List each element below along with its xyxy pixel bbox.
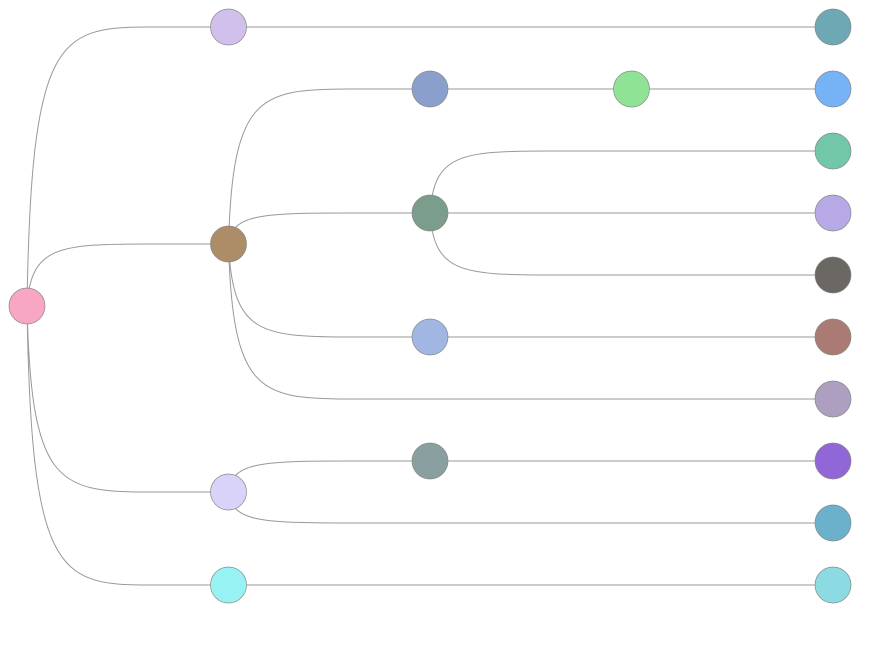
tree-node-n16[interactable] xyxy=(814,442,852,480)
tree-node-n17[interactable] xyxy=(814,504,852,542)
tree-node-n19[interactable] xyxy=(814,566,852,604)
tree-node-n10[interactable] xyxy=(814,256,852,294)
tree-node-circle[interactable] xyxy=(411,70,449,108)
tree-link-n0-n18 xyxy=(26,305,231,586)
tree-node-n9[interactable] xyxy=(814,194,852,232)
tree-node-circle[interactable] xyxy=(8,287,46,325)
tree-link-n14-n17 xyxy=(228,491,835,524)
tree-node-circle[interactable] xyxy=(210,566,247,604)
tree-node-circle[interactable] xyxy=(814,504,852,542)
tree-link-n7-n8 xyxy=(429,150,835,214)
tree-node-n5[interactable] xyxy=(613,70,650,108)
tree-node-circle[interactable] xyxy=(814,132,852,170)
tree-node-n13[interactable] xyxy=(814,380,852,418)
tree-node-circle[interactable] xyxy=(814,256,852,294)
tree-node-circle[interactable] xyxy=(814,318,852,356)
tree-link-n7-n10 xyxy=(429,212,835,276)
tree-link-n0-n14 xyxy=(26,305,231,493)
tree-node-n15[interactable] xyxy=(411,442,449,480)
tree-node-n18[interactable] xyxy=(210,566,247,604)
tree-node-n11[interactable] xyxy=(411,318,449,356)
tree-node-circle[interactable] xyxy=(814,442,852,480)
tree-node-circle[interactable] xyxy=(814,380,852,418)
tree-link-n3-n11 xyxy=(228,243,432,338)
tree-node-circle[interactable] xyxy=(814,566,852,604)
tree-node-n0[interactable] xyxy=(8,287,46,325)
tree-node-n7[interactable] xyxy=(411,194,449,232)
tree-node-circle[interactable] xyxy=(411,194,449,232)
tree-links xyxy=(26,26,835,586)
tree-link-n0-n1 xyxy=(26,26,231,307)
tree-node-n2[interactable] xyxy=(814,8,852,46)
tree-node-circle[interactable] xyxy=(814,194,852,232)
tree-node-n3[interactable] xyxy=(210,225,247,263)
tree-node-circle[interactable] xyxy=(210,473,247,511)
tree-node-circle[interactable] xyxy=(411,318,449,356)
tree-node-circle[interactable] xyxy=(210,225,247,263)
tree-link-n3-n4 xyxy=(228,88,432,245)
tree-node-n14[interactable] xyxy=(210,473,247,511)
tree-node-n4[interactable] xyxy=(411,70,449,108)
tree-link-n3-n13 xyxy=(228,243,835,400)
tree-link-n14-n15 xyxy=(228,460,432,493)
tree-node-circle[interactable] xyxy=(814,70,852,108)
tree-node-circle[interactable] xyxy=(814,8,852,46)
tree-link-n3-n7 xyxy=(228,212,432,245)
tree-node-n1[interactable] xyxy=(210,8,247,46)
tree-nodes xyxy=(8,8,852,604)
tree-node-circle[interactable] xyxy=(210,8,247,46)
tree-node-n12[interactable] xyxy=(814,318,852,356)
tree-node-n6[interactable] xyxy=(814,70,852,108)
tree-node-circle[interactable] xyxy=(613,70,650,108)
tree-node-circle[interactable] xyxy=(411,442,449,480)
tree-link-n0-n3 xyxy=(26,243,231,307)
tree-node-n8[interactable] xyxy=(814,132,852,170)
